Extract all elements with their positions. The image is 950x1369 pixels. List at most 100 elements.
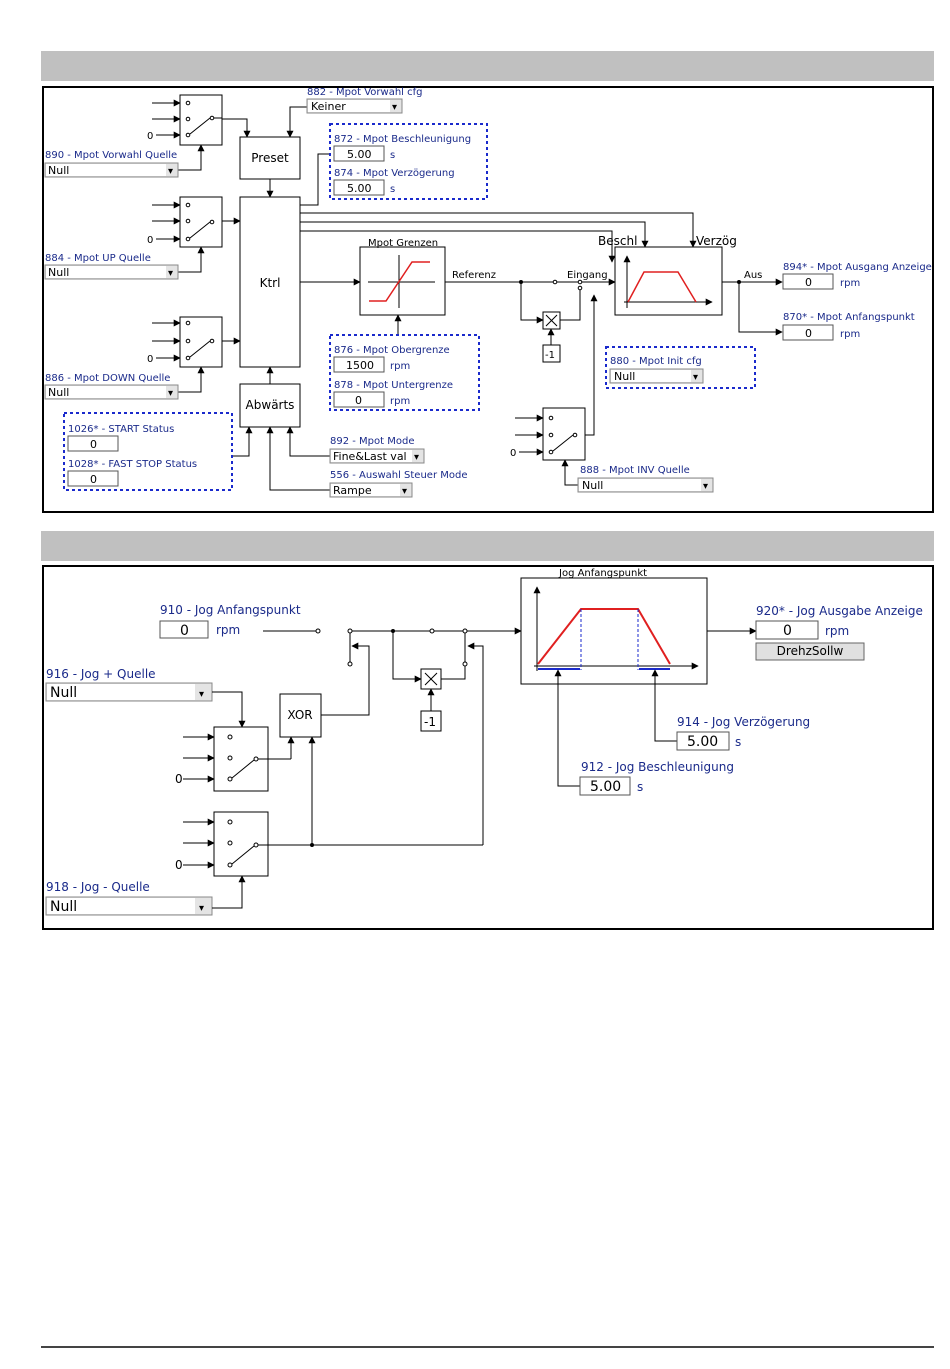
ramp-accel-label: Beschl	[598, 234, 637, 248]
ctrl-mode-value: Rampe	[333, 484, 372, 497]
chevron-down-icon: ▾	[703, 481, 708, 492]
chevron-down-icon: ▾	[402, 486, 407, 497]
inv-src-label: 888 - Mpot INV Quelle	[580, 465, 690, 476]
jog-minus-src-value: Null	[50, 899, 77, 915]
neg-one-label: -1	[545, 350, 555, 361]
decel-unit: s	[390, 184, 395, 195]
jog-accel-value: 5.00	[590, 779, 621, 795]
chevron-down-icon: ▾	[414, 452, 419, 463]
preset-src-label: 890 - Mpot Vorwahl Quelle	[45, 150, 177, 161]
up-src-value: Null	[48, 266, 69, 279]
ctrl-block-label: Ktrl	[260, 276, 281, 290]
down-src-value: Null	[48, 386, 69, 399]
jog-output-unit: rpm	[825, 624, 849, 638]
section-header-bar-2	[41, 531, 934, 561]
down-block-label: Abwärts	[246, 398, 295, 412]
decel-input[interactable]	[333, 179, 385, 196]
jog-output-field	[755, 620, 819, 640]
jog-decel-unit: s	[735, 735, 741, 749]
fast-stop-field	[67, 470, 119, 487]
zero-input-label: 0	[147, 235, 153, 246]
init-cfg-group	[605, 346, 756, 389]
preset-src-value: Null	[48, 164, 69, 177]
accel-value: 5.00	[347, 148, 372, 161]
jog-output-button[interactable]	[755, 642, 865, 661]
chevron-down-icon: ▾	[168, 388, 173, 399]
accel-label: 872 - Mpot Beschleunigung	[334, 134, 471, 145]
mode-value: Fine&Last val	[333, 450, 407, 463]
upper-value: 1500	[346, 359, 374, 372]
xor-block	[279, 693, 322, 738]
upper-input[interactable]	[333, 356, 385, 373]
motorpot-panel: 0 0 0	[42, 86, 934, 513]
zero-input-label: 0	[175, 858, 183, 872]
ramp-decel-label: Verzög	[696, 234, 737, 248]
zero-input-label: 0	[147, 354, 153, 365]
inv-src-value: Null	[582, 479, 603, 492]
out-display-unit: rpm	[840, 278, 860, 289]
jog-plus-src-value: Null	[50, 685, 77, 701]
upper-unit: rpm	[390, 361, 410, 372]
preset-cfg-label: 882 - Mpot Vorwahl cfg	[307, 87, 423, 98]
init-cfg-value: Null	[614, 370, 635, 383]
inv-selector-switch: 0	[510, 294, 598, 486]
fast-stop-label: 1028* - FAST STOP Status	[68, 459, 197, 470]
out-display-label: 894* - Mpot Ausgang Anzeige	[783, 262, 932, 273]
down-src-label: 886 - Mpot DOWN Quelle	[45, 373, 170, 384]
jog-output-value: 0	[783, 623, 792, 639]
accel-decel-group	[329, 123, 488, 200]
start-point-label: 870* - Mpot Anfangspunkt	[783, 312, 915, 323]
start-status-label: 1026* - START Status	[68, 424, 174, 435]
jog-setpoint-label: 910 - Jog Anfangspunkt	[160, 603, 301, 617]
status-group	[63, 412, 233, 491]
zero-input-label: 0	[510, 448, 516, 459]
fast-stop-value: 0	[90, 473, 97, 486]
chevron-down-icon: ▾	[199, 903, 204, 914]
ramp-output-label: Aus	[744, 270, 762, 281]
reference-label: Referenz	[452, 270, 496, 281]
preset-block-label: Preset	[251, 151, 289, 165]
jog-setpoint-value: 0	[180, 623, 189, 639]
jog-minus-src-label: 918 - Jog - Quelle	[46, 880, 150, 894]
upper-label: 876 - Mpot Obergrenze	[334, 345, 450, 356]
start-point-field	[782, 324, 834, 341]
accel-input[interactable]	[333, 145, 385, 162]
jog-setpoint-input[interactable]	[159, 620, 209, 639]
chevron-down-icon: ▾	[168, 268, 173, 279]
zero-input-label: 0	[147, 131, 153, 142]
jog-ramp-title: Jog Anfangspunkt	[558, 568, 647, 579]
jog-output-button-label: DrehzSollw	[777, 644, 844, 658]
jog-panel: 910 - Jog Anfangspunkt 0 rpm -1 XOR	[42, 565, 934, 930]
mode-label: 892 - Mpot Mode	[330, 436, 415, 447]
section-header-bar-1	[41, 51, 934, 81]
ramp-input-label: Eingang	[567, 270, 608, 281]
jog-accel-label: 912 - Jog Beschleunigung	[581, 760, 734, 774]
ctrl-mode-label: 556 - Auswahl Steuer Mode	[330, 470, 468, 481]
limits-title: Mpot Grenzen	[368, 238, 438, 249]
preset-cfg-value: Keiner	[311, 100, 346, 113]
chevron-down-icon: ▾	[199, 689, 204, 700]
decel-value: 5.00	[347, 182, 372, 195]
jog-decel-input[interactable]	[676, 731, 730, 751]
init-cfg-label: 880 - Mpot Init cfg	[610, 356, 702, 367]
limits-param-group	[329, 334, 480, 411]
up-selector-switch: 0	[147, 196, 223, 248]
jog-accel-input[interactable]	[579, 776, 631, 796]
zero-input-label: 0	[175, 772, 183, 786]
jog-plus-src-label: 916 - Jog + Quelle	[46, 667, 156, 681]
preset-selector-switch: 0	[147, 94, 223, 146]
down-selector-switch: 0	[147, 316, 223, 368]
jog-neg-one-label: -1	[424, 715, 436, 729]
lower-input[interactable]	[333, 391, 385, 408]
chevron-down-icon: ▾	[168, 166, 173, 177]
jog-minus-selector-switch: 0	[175, 642, 484, 877]
out-display-value: 0	[805, 276, 812, 289]
jog-setpoint-unit: rpm	[216, 623, 240, 637]
jog-output-label: 920* - Jog Ausgabe Anzeige	[756, 604, 923, 618]
chevron-down-icon: ▾	[392, 102, 397, 113]
start-status-field	[67, 435, 119, 452]
ramp-block	[614, 246, 723, 316]
start-point-value: 0	[805, 327, 812, 340]
preset-block	[239, 136, 301, 180]
